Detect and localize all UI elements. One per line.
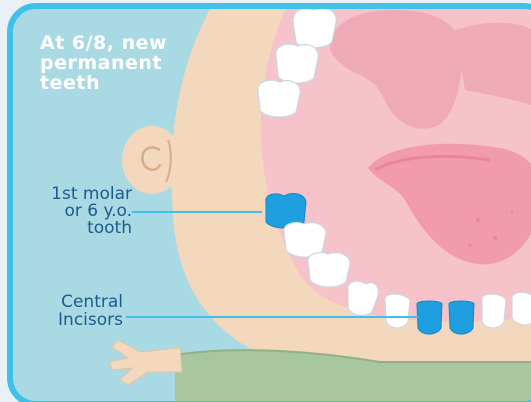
- tooth-icon: [482, 294, 506, 328]
- molar-label: 1st molar or 6 y.o. tooth: [14, 186, 132, 237]
- tooth-icon: [308, 252, 350, 287]
- tooth-icon: [276, 44, 318, 83]
- tooth-icon: [512, 292, 531, 325]
- incisors-label-line: Incisors: [22, 312, 123, 330]
- title-line: permanent: [40, 54, 210, 74]
- molar-label-line: tooth: [14, 220, 132, 237]
- title-line: At 6/8, new: [40, 34, 210, 54]
- tooth-icon: [385, 294, 410, 328]
- tooth-icon: [258, 80, 300, 117]
- panel-title: At 6/8, new permanent teeth: [40, 34, 210, 94]
- title-line: teeth: [40, 74, 210, 94]
- tooth-icon: [293, 8, 336, 48]
- tooth-icon: [449, 301, 474, 334]
- incisors-label: Central Incisors: [22, 294, 123, 330]
- tooth-icon: [417, 301, 442, 334]
